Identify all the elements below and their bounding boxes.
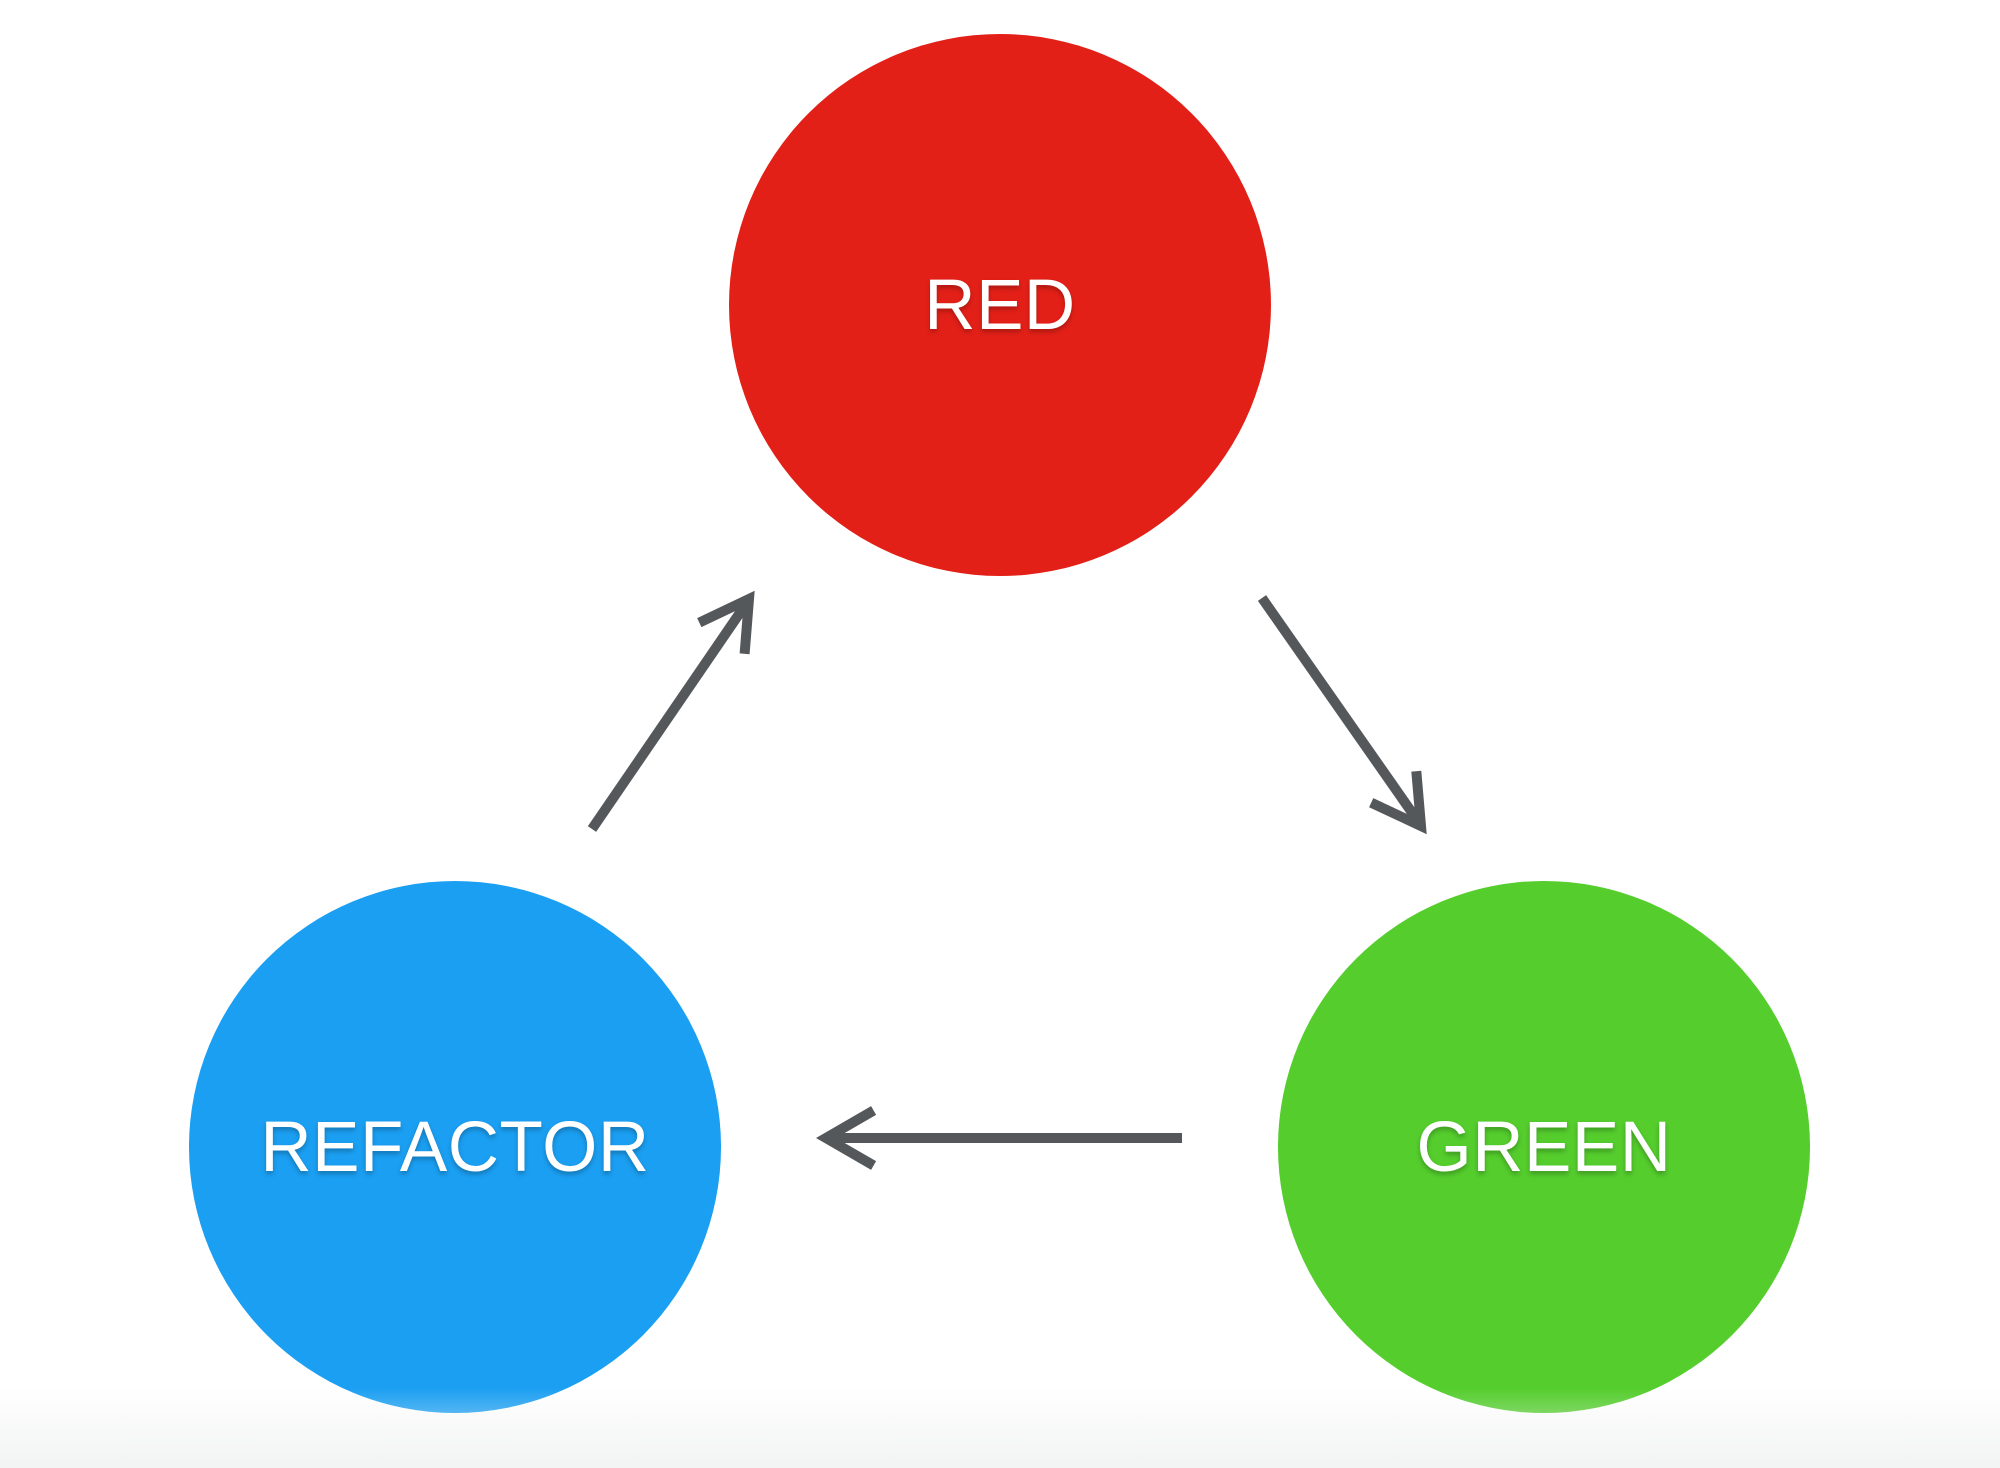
node-green-label: GREEN bbox=[1416, 1107, 1672, 1187]
arrow-red-to-green bbox=[1257, 595, 1427, 835]
node-refactor: REFACTOR bbox=[189, 881, 721, 1413]
node-red: RED bbox=[729, 34, 1271, 576]
node-refactor-label: REFACTOR bbox=[260, 1107, 650, 1187]
node-green: GREEN bbox=[1278, 881, 1810, 1413]
node-red-label: RED bbox=[924, 265, 1076, 345]
arrow-refactor-to-red bbox=[587, 590, 755, 832]
arrow-green-to-refactor bbox=[816, 1106, 1182, 1170]
